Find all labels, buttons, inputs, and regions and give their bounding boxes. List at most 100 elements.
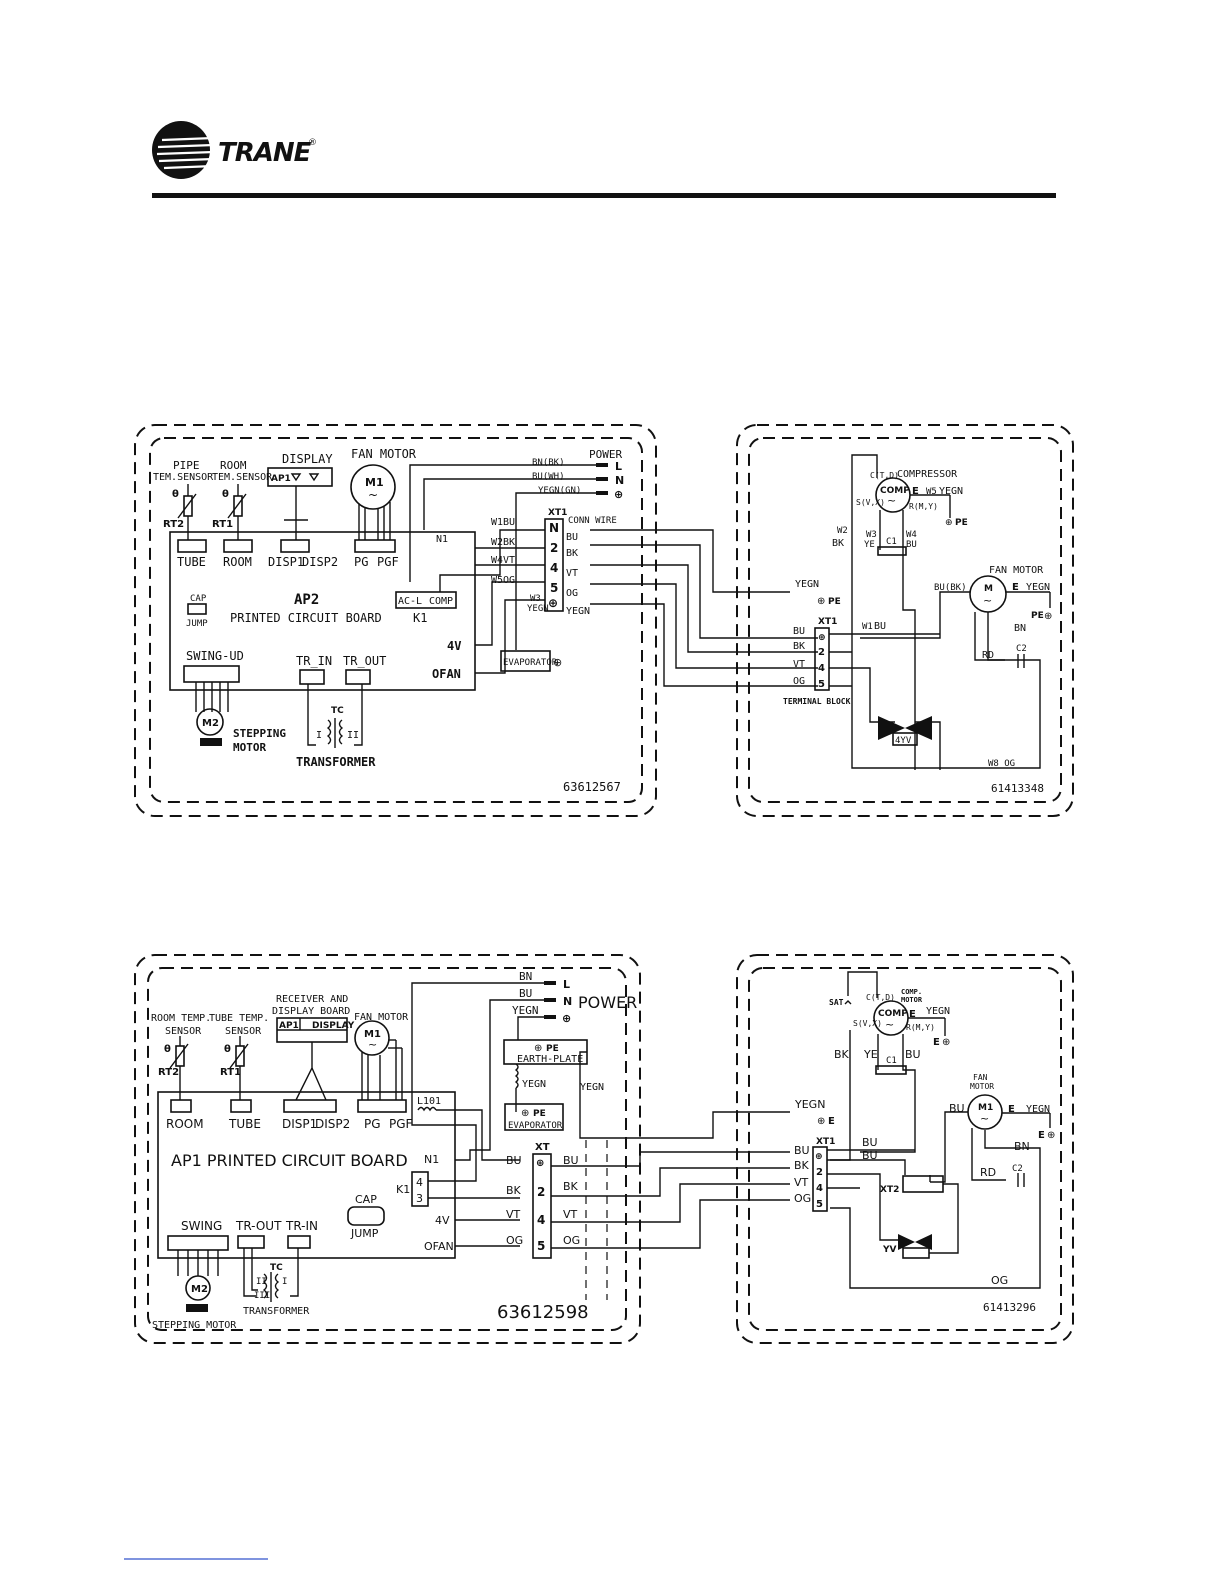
d1-outdoor-yegn: YEGN <box>795 579 819 590</box>
d1-pipe-label: PIPE <box>173 459 200 472</box>
d2-evap-yegn: YEGN <box>522 1079 546 1090</box>
d2-earth-plate-ground-icon: ⊕ <box>534 1043 542 1054</box>
d1-wire-w2bk: W2BK <box>491 537 515 548</box>
d2-bu-pair-1: BU <box>862 1136 878 1149</box>
d2-stepping-motor-icon <box>185 1275 211 1301</box>
d1-4yv-valve-icon <box>878 716 932 740</box>
d1-evaporator-box <box>500 650 551 672</box>
d2-fan-tilde: ~ <box>980 1112 989 1125</box>
d2-theta-2: θ <box>224 1044 231 1055</box>
d2-tb-row-bu: BU <box>794 1144 810 1157</box>
d1-tr-in-label: TR_IN <box>296 654 332 668</box>
d2-outdoor-inner-boundary <box>748 967 1062 1331</box>
diagram-2: BN BU YEGN L N ⊕ POWER ROOM TEMP. SENSOR… <box>134 954 1074 1344</box>
d1-indoor-code: 63612567 <box>563 780 621 794</box>
d1-power-label: POWER <box>589 448 622 461</box>
d1-ofan-label: OFAN <box>432 667 461 681</box>
d1-cap-label: CAP <box>190 594 207 604</box>
d2-xt-right-og: OG <box>563 1234 580 1247</box>
d1-4yv-label: 4YV <box>895 736 912 746</box>
d2-tb-term-5: 5 <box>816 1199 823 1210</box>
d1-outdoor-outer-boundary <box>736 424 1074 817</box>
d2-room-sensor-label: SENSOR <box>165 1026 202 1037</box>
d1-fan-rd: RD <box>982 650 994 661</box>
d1-fan-ground-icon: ⊕ <box>1044 611 1052 622</box>
d1-acl-label: AC-L <box>398 596 422 607</box>
header-rule <box>152 193 1056 198</box>
d1-xt1-term-5: 5 <box>550 581 558 595</box>
d2-xt-left-bu: BU <box>506 1154 522 1167</box>
d2-power-plug-icon <box>544 981 556 1019</box>
d1-rmy-label: R(M,Y) <box>909 502 938 511</box>
d2-yv-valve-icon <box>898 1234 932 1250</box>
d2-fan-bu: BU <box>949 1102 965 1115</box>
d2-og-label: OG <box>991 1274 1008 1287</box>
d2-power-wire-l: BN <box>519 970 532 983</box>
d1-k1-relay <box>395 591 457 609</box>
d1-swing-label: SWING-UD <box>186 649 244 663</box>
d1-m2-label: M2 <box>202 718 219 729</box>
d1-display-label: DISPLAY <box>282 452 333 466</box>
d2-rmy-label: R(M,Y) <box>906 1023 935 1032</box>
d1-power-wire-l: BN(BK) <box>532 458 565 468</box>
d1-power-wire-e: YEGN(GN) <box>538 486 581 496</box>
d2-tr-out-label: TR-OUT <box>235 1219 282 1233</box>
d2-port-disp2: DISP2 <box>315 1117 350 1131</box>
d1-comp-pe: PE <box>955 518 968 528</box>
d2-m2-label: M2 <box>191 1284 208 1295</box>
d2-c1-cap-icon <box>875 1065 907 1075</box>
d2-outdoor-e: E <box>828 1116 835 1127</box>
d2-rt1-label: RT1 <box>220 1067 241 1078</box>
d2-earth-plate-pe: PE <box>546 1044 559 1054</box>
d2-indoor-outer-boundary <box>134 954 641 1344</box>
d2-tb-row-bk: BK <box>794 1159 810 1172</box>
d1-w3-ye: YE <box>864 540 875 550</box>
d1-w2-label: W2 <box>837 526 848 536</box>
d1-coil-2: II <box>347 730 359 741</box>
d1-outdoor-ground-icon: ⊕ <box>817 596 825 607</box>
d2-earth-coil <box>514 1063 519 1089</box>
d1-tb-row-bu: BU <box>793 626 805 637</box>
d2-stepping-label: STEPPING MOTOR <box>152 1320 237 1331</box>
d2-port-room: ROOM <box>166 1117 204 1131</box>
d2-yegn-label: YEGN <box>580 1082 604 1093</box>
d1-display-led-icons <box>290 473 320 482</box>
d1-fan-tilde: ~ <box>983 594 992 607</box>
d1-w1-bu: BU <box>874 621 886 632</box>
d1-w3-label: W3 <box>866 530 877 540</box>
d1-conn-wire-label: CONN WIRE <box>568 516 617 526</box>
d1-port-pg: PG <box>354 555 368 569</box>
d1-power-wire-n: BU(WH) <box>532 472 565 482</box>
d2-fan-yegn: YEGN <box>1026 1104 1050 1115</box>
d1-stepping-label: STEPPING <box>233 727 286 740</box>
d2-port-disp1: DISP1 <box>282 1117 317 1131</box>
d2-xt-term-2: 2 <box>537 1185 545 1199</box>
d2-pcb-label: AP1 PRINTED CIRCUIT BOARD <box>171 1151 408 1170</box>
d2-sat-icon <box>844 1000 852 1005</box>
d1-outdoor-code: 61413348 <box>991 782 1044 795</box>
d2-indoor-inner-boundary <box>147 967 627 1331</box>
d2-fan-label-2: MOTOR <box>970 1082 994 1091</box>
d2-svx-label: S(V,X) <box>853 1019 882 1028</box>
d2-transformer-label: TRANSFORMER <box>243 1306 310 1317</box>
d2-fan-rd: RD <box>980 1166 996 1179</box>
d2-earth-plate-label: EARTH-PLATE <box>517 1054 583 1065</box>
diagram-1: PIPE TEM.SENSOR ROOM TEM.SENSOR θ RT2 θ … <box>134 424 1074 817</box>
d1-tr-out-connector <box>345 669 371 685</box>
d1-power-term-n: N <box>615 474 624 487</box>
d2-tb-term-1: ⊕ <box>815 1152 823 1162</box>
d1-w8-label: W8 OG <box>988 759 1015 769</box>
d1-port-disp2: DISP2 <box>302 555 338 569</box>
d2-c2-cap-icon <box>1017 1173 1025 1187</box>
d1-outdoor-inner-boundary <box>748 437 1062 803</box>
d1-w2-bk: BK <box>832 538 844 549</box>
d2-port-tube: TUBE <box>228 1117 261 1131</box>
d2-outdoor-ground-icon: ⊕ <box>817 1116 825 1127</box>
d1-fan-motor-icon <box>350 464 396 510</box>
d2-power-term-l: L <box>563 978 570 991</box>
d1-port-disp1: DISP1 <box>268 555 304 569</box>
d2-evap-pe: PE <box>533 1109 546 1119</box>
d1-tb-term-4: 4 <box>818 663 825 674</box>
d1-theta-2: θ <box>222 489 229 500</box>
